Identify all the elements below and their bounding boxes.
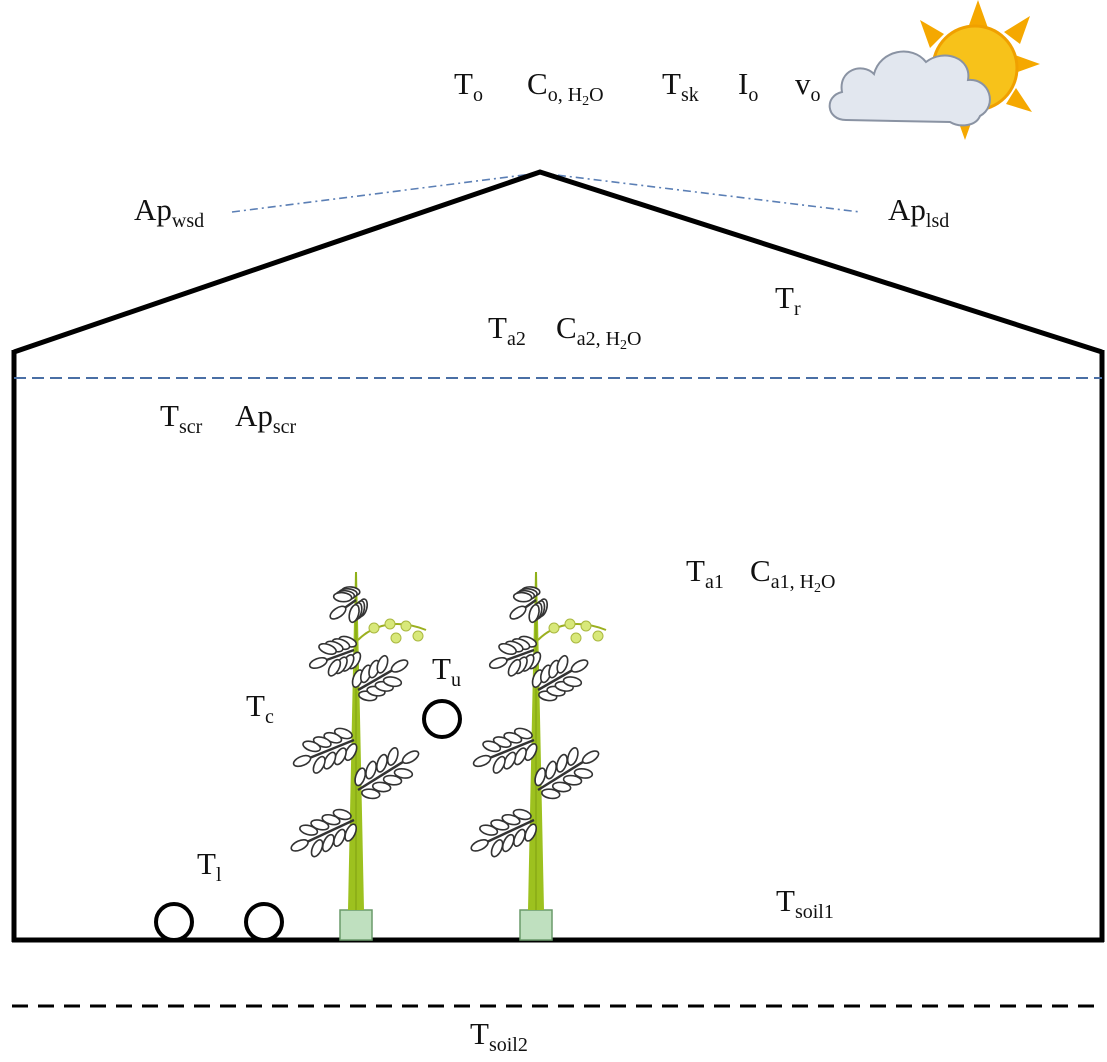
leaf-icon [472, 727, 538, 774]
vent-lsd-line [539, 172, 861, 213]
plant-icon [290, 572, 427, 941]
cloud-icon [828, 50, 991, 127]
label-t-a2: Ta2 [488, 310, 526, 350]
label-t-l: Tl [197, 846, 222, 886]
leaf-icon [531, 654, 589, 702]
label-t-u: Tu [432, 651, 461, 691]
label-t-sk: Tsk [662, 66, 699, 106]
plant-pot [339, 909, 373, 941]
leaf-icon [329, 586, 369, 624]
label-i-o: Io [738, 66, 759, 106]
heating-pipe-icon [244, 902, 284, 942]
greenhouse-roof [13, 169, 1103, 355]
leaf-icon [290, 808, 358, 858]
label-t-o: To [454, 66, 483, 106]
flower-truss [357, 618, 427, 644]
label-t-r: Tr [775, 280, 801, 320]
leaf-icon [351, 654, 409, 702]
leaf-icon [292, 727, 358, 774]
leaf-icon [354, 746, 420, 800]
label-t-scr: Tscr [160, 398, 203, 438]
label-t-soil2: Tsoil2 [470, 1016, 528, 1056]
label-ap-lsd: Aplsd [888, 192, 950, 232]
leaf-icon [509, 586, 549, 624]
label-v-o: vo [795, 66, 821, 106]
label-ap-wsd: Apwsd [134, 192, 205, 232]
vent-wsd-line [231, 172, 541, 213]
leaf-icon [488, 635, 542, 677]
plant-pot [519, 909, 553, 941]
label-t-soil1: Tsoil1 [776, 883, 834, 923]
label-ap-scr: Apscr [235, 398, 297, 438]
leaf-icon [534, 746, 600, 800]
upper-heating-pipe-icon [422, 699, 462, 739]
heating-pipe-icon [154, 902, 194, 942]
label-t-c: Tc [246, 688, 274, 728]
label-c-a1-h2o: Ca1, H2O [750, 553, 836, 596]
leaf-icon [470, 808, 538, 858]
label-t-a1: Ta1 [686, 553, 724, 593]
plants-group [290, 572, 607, 941]
leaf-icon [308, 635, 362, 677]
label-c-a2-h2o: Ca2, H2O [556, 310, 642, 353]
flower-truss [537, 618, 607, 644]
label-c-o-h2o: Co, H2O [527, 66, 604, 109]
plant-icon [470, 572, 607, 941]
